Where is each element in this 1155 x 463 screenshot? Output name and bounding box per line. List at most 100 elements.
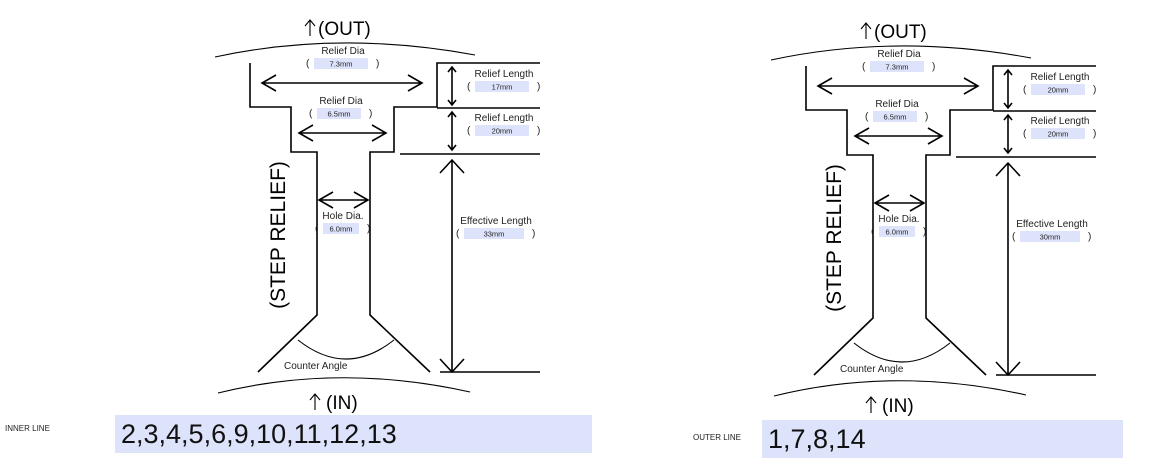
relief-dia-1-label: Relief Dia <box>877 49 921 60</box>
relief-dia-2-arrow <box>853 127 944 145</box>
relief-dia-1-paren-open: ( <box>862 62 866 73</box>
diagram-panel-inner: (OUT)(IN)(STEP RELIEF)Relief Dia(7.3mm)R… <box>214 19 540 414</box>
effective-length-value-box <box>464 228 524 239</box>
effective-length-value: 33mm <box>484 230 505 239</box>
relief-length-1-label: Relief Length <box>475 69 534 80</box>
out-arrow-icon <box>304 19 316 36</box>
step-relief-label: (STEP RELIEF) <box>267 161 290 309</box>
hole-dia-value-box <box>323 223 359 234</box>
relief-dia-2-arrow <box>297 124 388 142</box>
relief-dia-2-label: Relief Dia <box>319 96 363 107</box>
hole-outline-left <box>805 66 874 376</box>
relief-length-2-paren-close: ) <box>537 126 540 137</box>
relief-dia-1-arrow <box>816 77 980 95</box>
hole-outline-left <box>249 63 318 373</box>
hole-dia-value: 6.0mm <box>330 225 353 234</box>
relief-length-2-value-box <box>475 125 529 136</box>
relief-length-2-paren-close: ) <box>1093 129 1096 140</box>
effective-length-arrow <box>439 158 465 374</box>
hole-dia-paren-open: ( <box>315 224 319 235</box>
relief-length-2-paren-open: ( <box>1023 129 1027 140</box>
inner-surface-arc <box>217 377 471 394</box>
effective-length-paren-open: ( <box>1012 232 1016 243</box>
relief-length-1-value: 20mm <box>1048 86 1069 95</box>
hole-outline-right <box>369 62 540 373</box>
out-arrow-icon <box>860 22 872 39</box>
relief-length-1-label: Relief Length <box>1031 72 1090 83</box>
outer-surface-arc <box>770 45 1032 61</box>
relief-dia-1-value: 7.3mm <box>886 63 909 72</box>
in-arrow-icon <box>309 393 321 410</box>
out-label: (OUT) <box>318 19 371 40</box>
inner-line-values: 2,3,4,5,6,9,10,11,12,13 <box>115 415 592 453</box>
relief-dia-2-paren-open: ( <box>865 112 869 123</box>
counter-angle-arc <box>853 342 951 363</box>
relief-dia-1-paren-open: ( <box>306 59 310 70</box>
effective-length-value-box <box>1020 231 1080 242</box>
relief-length-1-paren-close: ) <box>537 82 540 93</box>
hole-dia-arrow <box>873 194 926 212</box>
outer-line-label: OUTER LINE <box>693 433 742 442</box>
relief-dia-1-label: Relief Dia <box>321 46 365 57</box>
relief-dia-1-paren-close: ) <box>932 62 935 73</box>
relief-length-2-value: 20mm <box>1048 130 1069 139</box>
inner-surface-arc <box>773 380 1027 397</box>
relief-dia-2-label: Relief Dia <box>875 99 919 110</box>
relief-dia-2-value: 6.5mm <box>884 113 907 122</box>
hole-dia-paren-close: ) <box>923 227 926 238</box>
effective-length-label: Effective Length <box>1016 219 1088 230</box>
relief-dia-2-value-box <box>317 108 361 119</box>
relief-length-1-arrow <box>1003 68 1013 110</box>
relief-dia-1-value-box <box>314 58 368 69</box>
hole-dia-arrow <box>317 191 370 209</box>
counter-angle-arc <box>297 339 395 360</box>
relief-length-1-paren-close: ) <box>1093 85 1096 96</box>
relief-length-2-label: Relief Length <box>1031 116 1090 127</box>
effective-length-paren-close: ) <box>532 229 535 240</box>
relief-length-2-value-box <box>1031 128 1085 139</box>
relief-length-2-value: 20mm <box>492 127 513 136</box>
hole-dia-label: Hole Dia. <box>878 214 919 225</box>
effective-length-arrow <box>995 161 1021 377</box>
relief-dia-2-paren-open: ( <box>309 109 313 120</box>
inner-line-label: INNER LINE <box>5 424 50 433</box>
outer-line-values: 1,7,8,14 <box>762 420 1123 458</box>
relief-dia-2-paren-close: ) <box>925 112 928 123</box>
hole-outline-right <box>925 65 1096 376</box>
effective-length-label: Effective Length <box>460 216 532 227</box>
relief-dia-2-value-box <box>873 111 917 122</box>
relief-length-1-value-box <box>1031 84 1085 95</box>
outer-surface-arc <box>214 42 476 58</box>
relief-dia-2-paren-close: ) <box>369 109 372 120</box>
in-label: (IN) <box>882 396 914 417</box>
relief-length-2-paren-open: ( <box>467 126 471 137</box>
counter-angle-label: Counter Angle <box>284 361 348 372</box>
relief-length-1-paren-open: ( <box>1023 85 1027 96</box>
relief-length-1-paren-open: ( <box>467 82 471 93</box>
out-label: (OUT) <box>874 22 927 43</box>
hole-dia-value: 6.0mm <box>886 228 909 237</box>
relief-dia-1-value-box <box>870 61 924 72</box>
effective-length-value: 30mm <box>1040 233 1061 242</box>
hole-dia-value-box <box>879 226 915 237</box>
hole-dia-paren-open: ( <box>871 227 875 238</box>
relief-dia-2-value: 6.5mm <box>328 110 351 119</box>
effective-length-paren-close: ) <box>1088 232 1091 243</box>
relief-length-2-label: Relief Length <box>475 113 534 124</box>
relief-dia-1-paren-close: ) <box>376 59 379 70</box>
in-label: (IN) <box>326 393 358 414</box>
hole-dia-label: Hole Dia. <box>322 211 363 222</box>
relief-length-2-arrow <box>447 110 457 152</box>
relief-length-2-arrow <box>1003 113 1013 155</box>
step-relief-label: (STEP RELIEF) <box>823 164 846 312</box>
relief-length-1-value: 17mm <box>492 83 513 92</box>
relief-dia-1-value: 7.3mm <box>330 60 353 69</box>
in-arrow-icon <box>865 396 877 413</box>
effective-length-paren-open: ( <box>456 229 460 240</box>
counter-angle-label: Counter Angle <box>840 364 904 375</box>
relief-dia-1-arrow <box>260 74 424 92</box>
diagram-panel-outer: (OUT)(IN)(STEP RELIEF)Relief Dia(7.3mm)R… <box>770 22 1096 417</box>
hole-dia-paren-close: ) <box>367 224 370 235</box>
relief-length-1-arrow <box>447 65 457 107</box>
